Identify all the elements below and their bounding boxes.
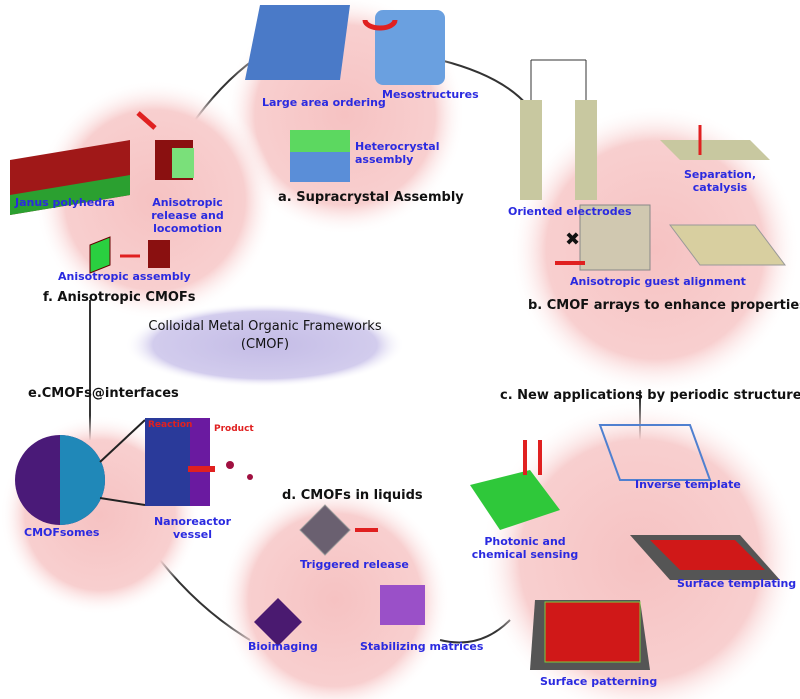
heterocrystal-green bbox=[290, 130, 350, 152]
title-f: f. Anisotropic CMOFs bbox=[43, 290, 196, 305]
label-stabilizing-matrices: Stabilizing matrices bbox=[360, 640, 484, 653]
inverse-template bbox=[598, 424, 712, 481]
aligned-array bbox=[669, 224, 786, 266]
center-ellipse bbox=[125, 303, 405, 387]
title-c: c. New applications by periodic structur… bbox=[500, 388, 800, 403]
label-nanoreactor: Nanoreactor vessel bbox=[153, 515, 232, 541]
title-e: e.CMOFs@interfaces bbox=[28, 386, 179, 401]
label-guest-alignment: Anisotropic guest alignment bbox=[570, 275, 746, 288]
label-cmofsomes: CMOFsomes bbox=[24, 526, 100, 539]
bioimaging-octahedron bbox=[254, 598, 302, 646]
center-line-1: Colloidal Metal Organic Frameworks bbox=[148, 319, 382, 334]
label-janus-polyhedra: Janus polyhedra bbox=[15, 196, 115, 209]
stabilizing-matrix bbox=[380, 585, 425, 625]
assembly-cube-left bbox=[89, 236, 111, 274]
photonic-crystal bbox=[470, 470, 560, 530]
label-heterocrystal: Heterocrystal assembly bbox=[355, 140, 440, 166]
label-anisotropic-release: Anisotropic release and locomotion bbox=[151, 196, 224, 235]
label-inverse-template: Inverse template bbox=[635, 478, 741, 491]
triggered-release-octahedron bbox=[299, 504, 351, 556]
title-a: a. Supracrystal Assembly bbox=[278, 190, 464, 205]
block-x-icon: ✖ bbox=[565, 229, 580, 250]
label-large-area-ordering: Large area ordering bbox=[262, 96, 386, 109]
electrode-right bbox=[575, 100, 597, 200]
heterocrystal-blue bbox=[290, 152, 350, 182]
label-surface-patterning: Surface patterning bbox=[540, 675, 658, 688]
label-surface-templating: Surface templating bbox=[677, 577, 797, 590]
label-product: Product bbox=[214, 424, 254, 434]
label-triggered-release: Triggered release bbox=[300, 558, 409, 571]
guest-framework bbox=[579, 204, 651, 271]
rotation-arrow-icon bbox=[362, 19, 398, 31]
label-anisotropic-assembly: Anisotropic assembly bbox=[58, 270, 191, 283]
title-d: d. CMOFs in liquids bbox=[282, 488, 423, 503]
label-photonic-sensing: Photonic and chemical sensing bbox=[471, 535, 579, 561]
label-bioimaging: Bioimaging bbox=[248, 640, 318, 653]
large-area-lattice bbox=[245, 5, 350, 80]
label-oriented-electrodes: Oriented electrodes bbox=[508, 205, 632, 218]
label-reaction: Reaction bbox=[148, 420, 193, 430]
center-title: Colloidal Metal Organic Frameworks (CMOF… bbox=[130, 318, 400, 354]
mesostructure-stack bbox=[375, 10, 445, 85]
center-line-2: (CMOF) bbox=[240, 337, 290, 352]
title-b: b. CMOF arrays to enhance properties bbox=[528, 298, 800, 313]
separation-membrane bbox=[660, 140, 770, 160]
assembly-cube-right bbox=[148, 240, 170, 268]
electrode-left bbox=[520, 100, 542, 200]
label-separation: Separation, catalysis bbox=[683, 168, 757, 194]
label-mesostructures: Mesostructures bbox=[382, 88, 479, 101]
